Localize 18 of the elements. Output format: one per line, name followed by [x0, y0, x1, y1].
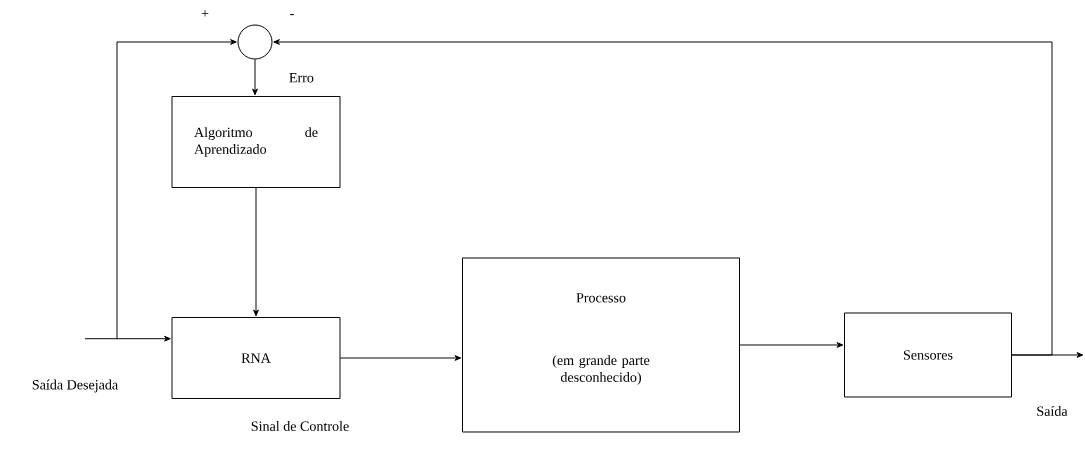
arrow [252, 59, 258, 96]
arrow [116, 39, 237, 340]
arrow [84, 335, 171, 342]
edge-label: Erro [287, 71, 316, 84]
process-box: Algoritmo de Aprendizado [171, 96, 341, 188]
input-label: Saída Desejada [32, 379, 118, 393]
signal-label: Sinal de Controle [251, 421, 349, 431]
sign-label: + [201, 10, 209, 17]
process-box: Processo (em grande parte desconhecido) [462, 257, 740, 433]
process-box: Sensores [844, 312, 1012, 398]
arrow [739, 342, 844, 348]
arrow [273, 39, 1053, 356]
sign-label: - [290, 14, 294, 16]
arrow [340, 355, 462, 361]
output-label: Saída [1037, 406, 1068, 416]
arrow [253, 187, 259, 317]
summing-junction [237, 24, 273, 60]
process-box: RNA [171, 317, 341, 399]
